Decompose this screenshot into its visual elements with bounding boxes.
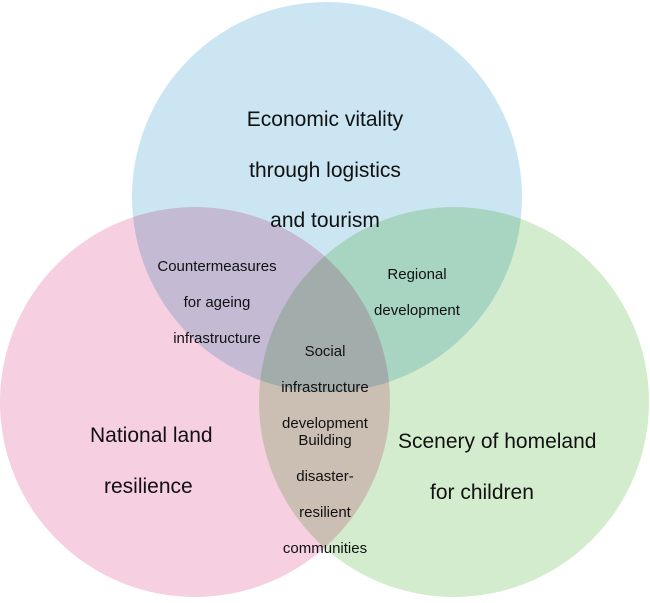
label-building-disaster-resilient-communities: Building disaster- resilient communities [262, 414, 388, 576]
label-line: resilient [299, 504, 351, 521]
label-line: disaster- [296, 468, 354, 485]
label-line: development [282, 415, 368, 432]
label-line: National land [90, 424, 213, 448]
label-countermeasures-ageing-infrastructure: Countermeasures for ageing infrastructur… [132, 240, 302, 366]
label-scenery-of-homeland: Scenery of homeland for children [388, 404, 638, 530]
label-line: communities [282, 540, 368, 557]
label-economic-vitality: Economic vitality through logistics and … [205, 82, 445, 258]
label-line: resilience [104, 474, 193, 498]
label-line: Building [298, 432, 352, 449]
label-line: for children [430, 480, 534, 504]
label-social-infrastructure-development: Social infrastructure development [255, 325, 395, 451]
label-line: Scenery of homeland [398, 430, 597, 454]
label-line: Social [304, 343, 346, 360]
label-line: and tourism [270, 208, 380, 232]
label-line: infrastructure [281, 379, 369, 396]
circle-scenery-of-homeland [259, 207, 649, 597]
label-line: development [374, 302, 460, 319]
label-regional-development: Regional development [352, 248, 482, 338]
label-line: Countermeasures [157, 258, 277, 275]
label-line: Economic vitality [246, 108, 404, 132]
label-line: through logistics [249, 158, 401, 182]
label-line: Regional [387, 266, 447, 283]
label-line: infrastructure [173, 330, 261, 347]
label-line: for ageing [183, 294, 251, 311]
label-national-land-resilience: National land resilience [70, 398, 250, 524]
